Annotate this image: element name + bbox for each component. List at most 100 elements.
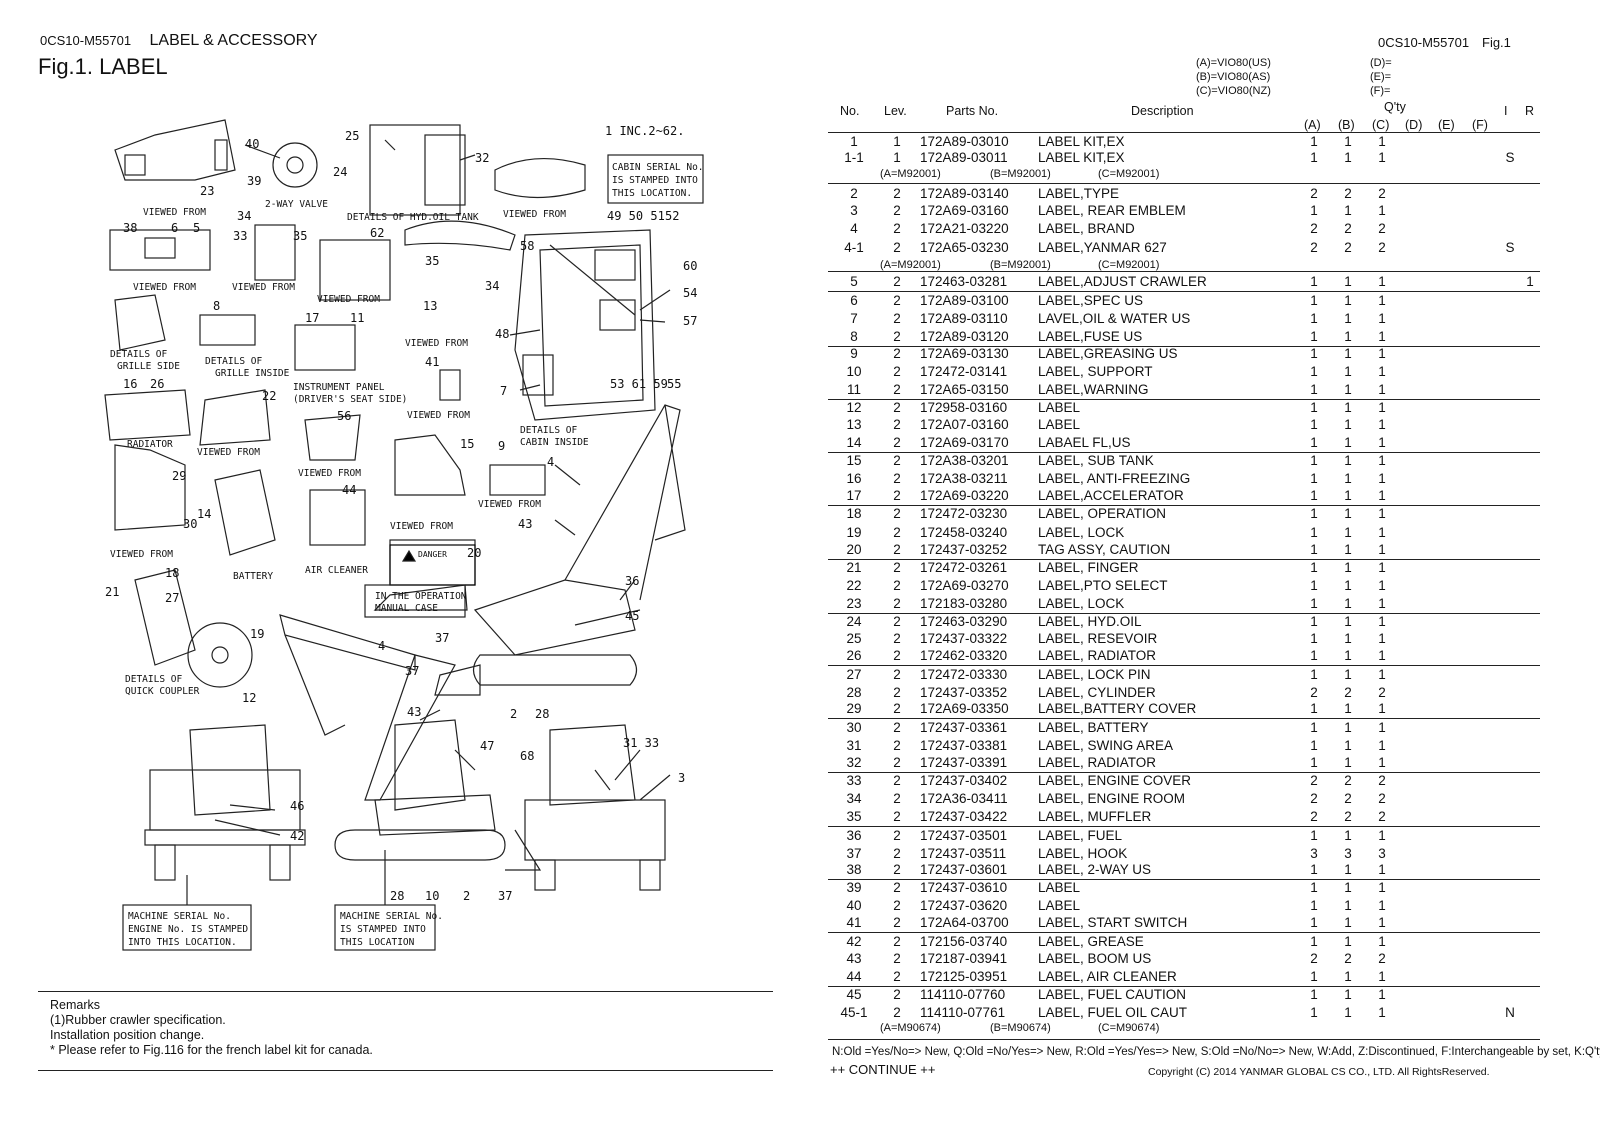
item-number: 15 [846, 453, 862, 468]
qty-c: 2 [1378, 221, 1386, 236]
remark-ref: 1 [1526, 274, 1534, 289]
part-number: 172958-03160 [920, 400, 1008, 415]
qty-a: 1 [1310, 382, 1318, 397]
item-number: 13 [846, 417, 862, 432]
qty-c: 1 [1378, 506, 1386, 521]
svg-text:23: 23 [200, 184, 214, 198]
part-number: 172463-03281 [920, 274, 1008, 289]
svg-text:6: 6 [171, 221, 178, 235]
description: LABAEL FL,US [1038, 435, 1131, 450]
description: LABEL, FUEL CAUTION [1038, 987, 1187, 1002]
qty-c: 1 [1378, 755, 1386, 770]
qty-a: 1 [1310, 488, 1318, 503]
right-doc-code: 0CS10-M55701 [1378, 35, 1470, 50]
caption-viewed-j: VIEWED FROM [407, 410, 470, 421]
svg-text:62: 62 [370, 226, 384, 240]
item-number: 16 [846, 471, 862, 486]
qty-c: 2 [1378, 186, 1386, 201]
svg-text:5: 5 [193, 221, 200, 235]
serial-range-b: (B=M90674) [990, 1022, 1051, 1034]
part-number: 172A21-03220 [920, 221, 1009, 236]
left-doc-title: LABEL & ACCESSORY [149, 32, 318, 49]
part-number: 172125-03951 [920, 969, 1008, 984]
caption-grille-inside-1: DETAILS OF [205, 356, 262, 367]
col-f: (F) [1472, 118, 1488, 132]
machine-serial-right-2: IS STAMPED INTO [340, 924, 426, 935]
part-number: 172A65-03150 [920, 382, 1009, 397]
qty-b: 1 [1344, 506, 1352, 521]
remarks-top-rule [38, 991, 773, 992]
part-number: 172437-03322 [920, 631, 1008, 646]
remarks-line-1: (1)Rubber crawler specification. [50, 1013, 226, 1027]
qty-c: 1 [1378, 862, 1386, 877]
item-number: 20 [846, 542, 862, 557]
col-e: (E) [1438, 118, 1455, 132]
qty-b: 1 [1344, 915, 1352, 930]
qty-b: 1 [1344, 667, 1352, 682]
part-number: 172437-03620 [920, 898, 1008, 913]
table-header-rule [828, 132, 1540, 133]
caption-cabin-inside-2: CABIN INSIDE [520, 437, 589, 448]
svg-text:9: 9 [498, 439, 505, 453]
description: LABEL, SUPPORT [1038, 364, 1153, 379]
qty-c: 1 [1378, 417, 1386, 432]
qty-b: 1 [1344, 274, 1352, 289]
remarks-title: Remarks [50, 998, 101, 1012]
qty-b: 1 [1344, 898, 1352, 913]
item-number: 37 [846, 846, 862, 861]
qty-c: 1 [1378, 525, 1386, 540]
qty-b: 1 [1344, 311, 1352, 326]
qty-c: 1 [1378, 578, 1386, 593]
interchange-code: S [1505, 150, 1515, 165]
caption-grille-side-1: DETAILS OF [110, 349, 167, 360]
svg-text:2: 2 [463, 889, 470, 903]
remarks-line-2: Installation position change. [50, 1028, 205, 1042]
caption-grille-inside-2: GRILLE INSIDE [215, 368, 290, 379]
part-number: 172187-03941 [920, 951, 1008, 966]
left-doc-code: 0CS10-M55701 [40, 33, 132, 48]
copyright: Copyright (C) 2014 YANMAR GLOBAL CS CO.,… [1148, 1066, 1490, 1078]
svg-text:8: 8 [213, 299, 220, 313]
svg-text:14: 14 [197, 507, 211, 521]
level: 2 [893, 862, 901, 877]
item-number: 33 [846, 773, 862, 788]
part-number: 172A89-03011 [920, 150, 1008, 165]
svg-text:44: 44 [342, 483, 356, 497]
caption-viewed-f: VIEWED FROM [110, 549, 173, 560]
caption-viewed-a: VIEWED FROM [317, 294, 380, 305]
group-separator [828, 772, 1540, 773]
qty-c: 1 [1378, 915, 1386, 930]
qty-a: 1 [1310, 755, 1318, 770]
svg-text:35: 35 [425, 254, 439, 268]
level: 2 [893, 488, 901, 503]
qty-a: 1 [1310, 880, 1318, 895]
description: LABEL, HYD.OIL [1038, 614, 1142, 629]
item-number: 1 [850, 134, 858, 149]
qty-a: 1 [1310, 631, 1318, 646]
qty-a: 1 [1310, 934, 1318, 949]
part-number: 172437-03511 [920, 846, 1007, 861]
svg-text:27: 27 [165, 591, 179, 605]
part-number: 172A36-03411 [920, 791, 1008, 806]
qty-a: 1 [1310, 400, 1318, 415]
part-number: 172A89-03110 [920, 311, 1008, 326]
part-number: 172A69-03130 [920, 346, 1009, 361]
svg-text:37: 37 [405, 664, 419, 678]
description: LABEL,WARNING [1038, 382, 1149, 397]
change-legend: N:Old =Yes/No=> New, Q:Old =No/Yes=> New… [832, 1046, 1600, 1058]
svg-text:2: 2 [510, 707, 517, 721]
